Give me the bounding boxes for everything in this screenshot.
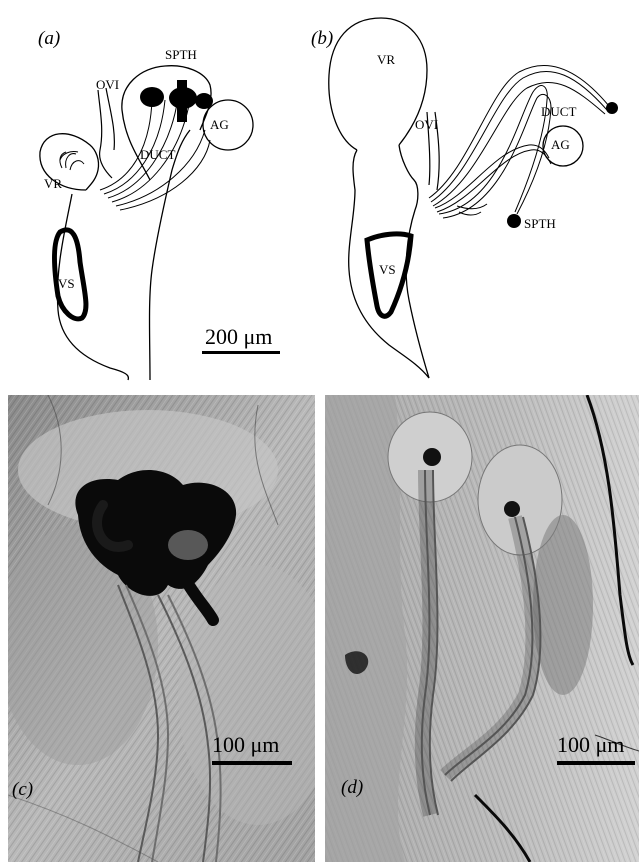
scale-bar-d	[557, 761, 635, 765]
scale-bar-c	[212, 761, 292, 765]
spth-capsule-b2	[507, 214, 521, 228]
spth-capsule-1	[140, 87, 164, 107]
scale-label-a: 200 μm	[205, 324, 272, 350]
duct-b-3	[433, 82, 605, 206]
label-ag: AG	[210, 117, 229, 133]
scale-label-d: 100 μm	[557, 732, 624, 758]
label-ovi-b: OVI	[415, 117, 438, 133]
panel-d-letter: (d)	[341, 777, 363, 799]
panel-c-letter: (c)	[12, 779, 33, 801]
vs-sac	[55, 230, 86, 319]
spth-capsule-3	[195, 93, 213, 109]
panel-c-micrograph: 100 μm (c)	[8, 395, 315, 862]
duct-b-5	[437, 150, 551, 212]
ag-gland-d	[533, 515, 593, 695]
duct-b-base	[457, 204, 487, 215]
panel-b-drawing	[319, 0, 639, 395]
scale-label-c: 100 μm	[212, 732, 279, 758]
panel-a-diagram: (a) SPTH OVI AG DUCT VR VS 200 μm	[0, 0, 319, 395]
spth-dot-d1	[423, 448, 441, 466]
panel-b-diagram: (b) VR OVI DUCT AG SPTH VS	[319, 0, 639, 395]
panel-d-image	[325, 395, 639, 862]
duct-b-7	[443, 94, 551, 218]
label-vr-b: VR	[377, 52, 395, 68]
label-spth-b: SPTH	[524, 216, 556, 232]
spth-dot-d2	[504, 501, 520, 517]
panel-b-letter: (b)	[311, 28, 333, 50]
right-body-outline-b	[399, 145, 429, 378]
scale-bar-a	[202, 351, 280, 354]
label-spth: SPTH	[165, 47, 197, 63]
label-vr: VR	[44, 176, 62, 192]
label-vs-b: VS	[379, 262, 396, 278]
spth-capsule-stem	[177, 80, 187, 122]
vr-tubules	[60, 151, 84, 170]
label-duct: DUCT	[140, 147, 175, 163]
label-vs: VS	[58, 276, 75, 292]
duct-line-1	[100, 100, 152, 190]
panel-d-micrograph: 100 μm (d)	[325, 395, 639, 862]
oviduct-line-1	[98, 90, 112, 178]
panel-c-image	[8, 395, 315, 862]
label-ag-b: AG	[551, 137, 570, 153]
spth-capsule-b1	[606, 102, 618, 114]
panel-a-letter: (a)	[38, 28, 60, 50]
oviduct-line-2	[106, 88, 114, 150]
label-ovi: OVI	[96, 77, 119, 93]
label-duct-b: DUCT	[541, 104, 576, 120]
vr-bulb-outline-b	[329, 18, 427, 150]
